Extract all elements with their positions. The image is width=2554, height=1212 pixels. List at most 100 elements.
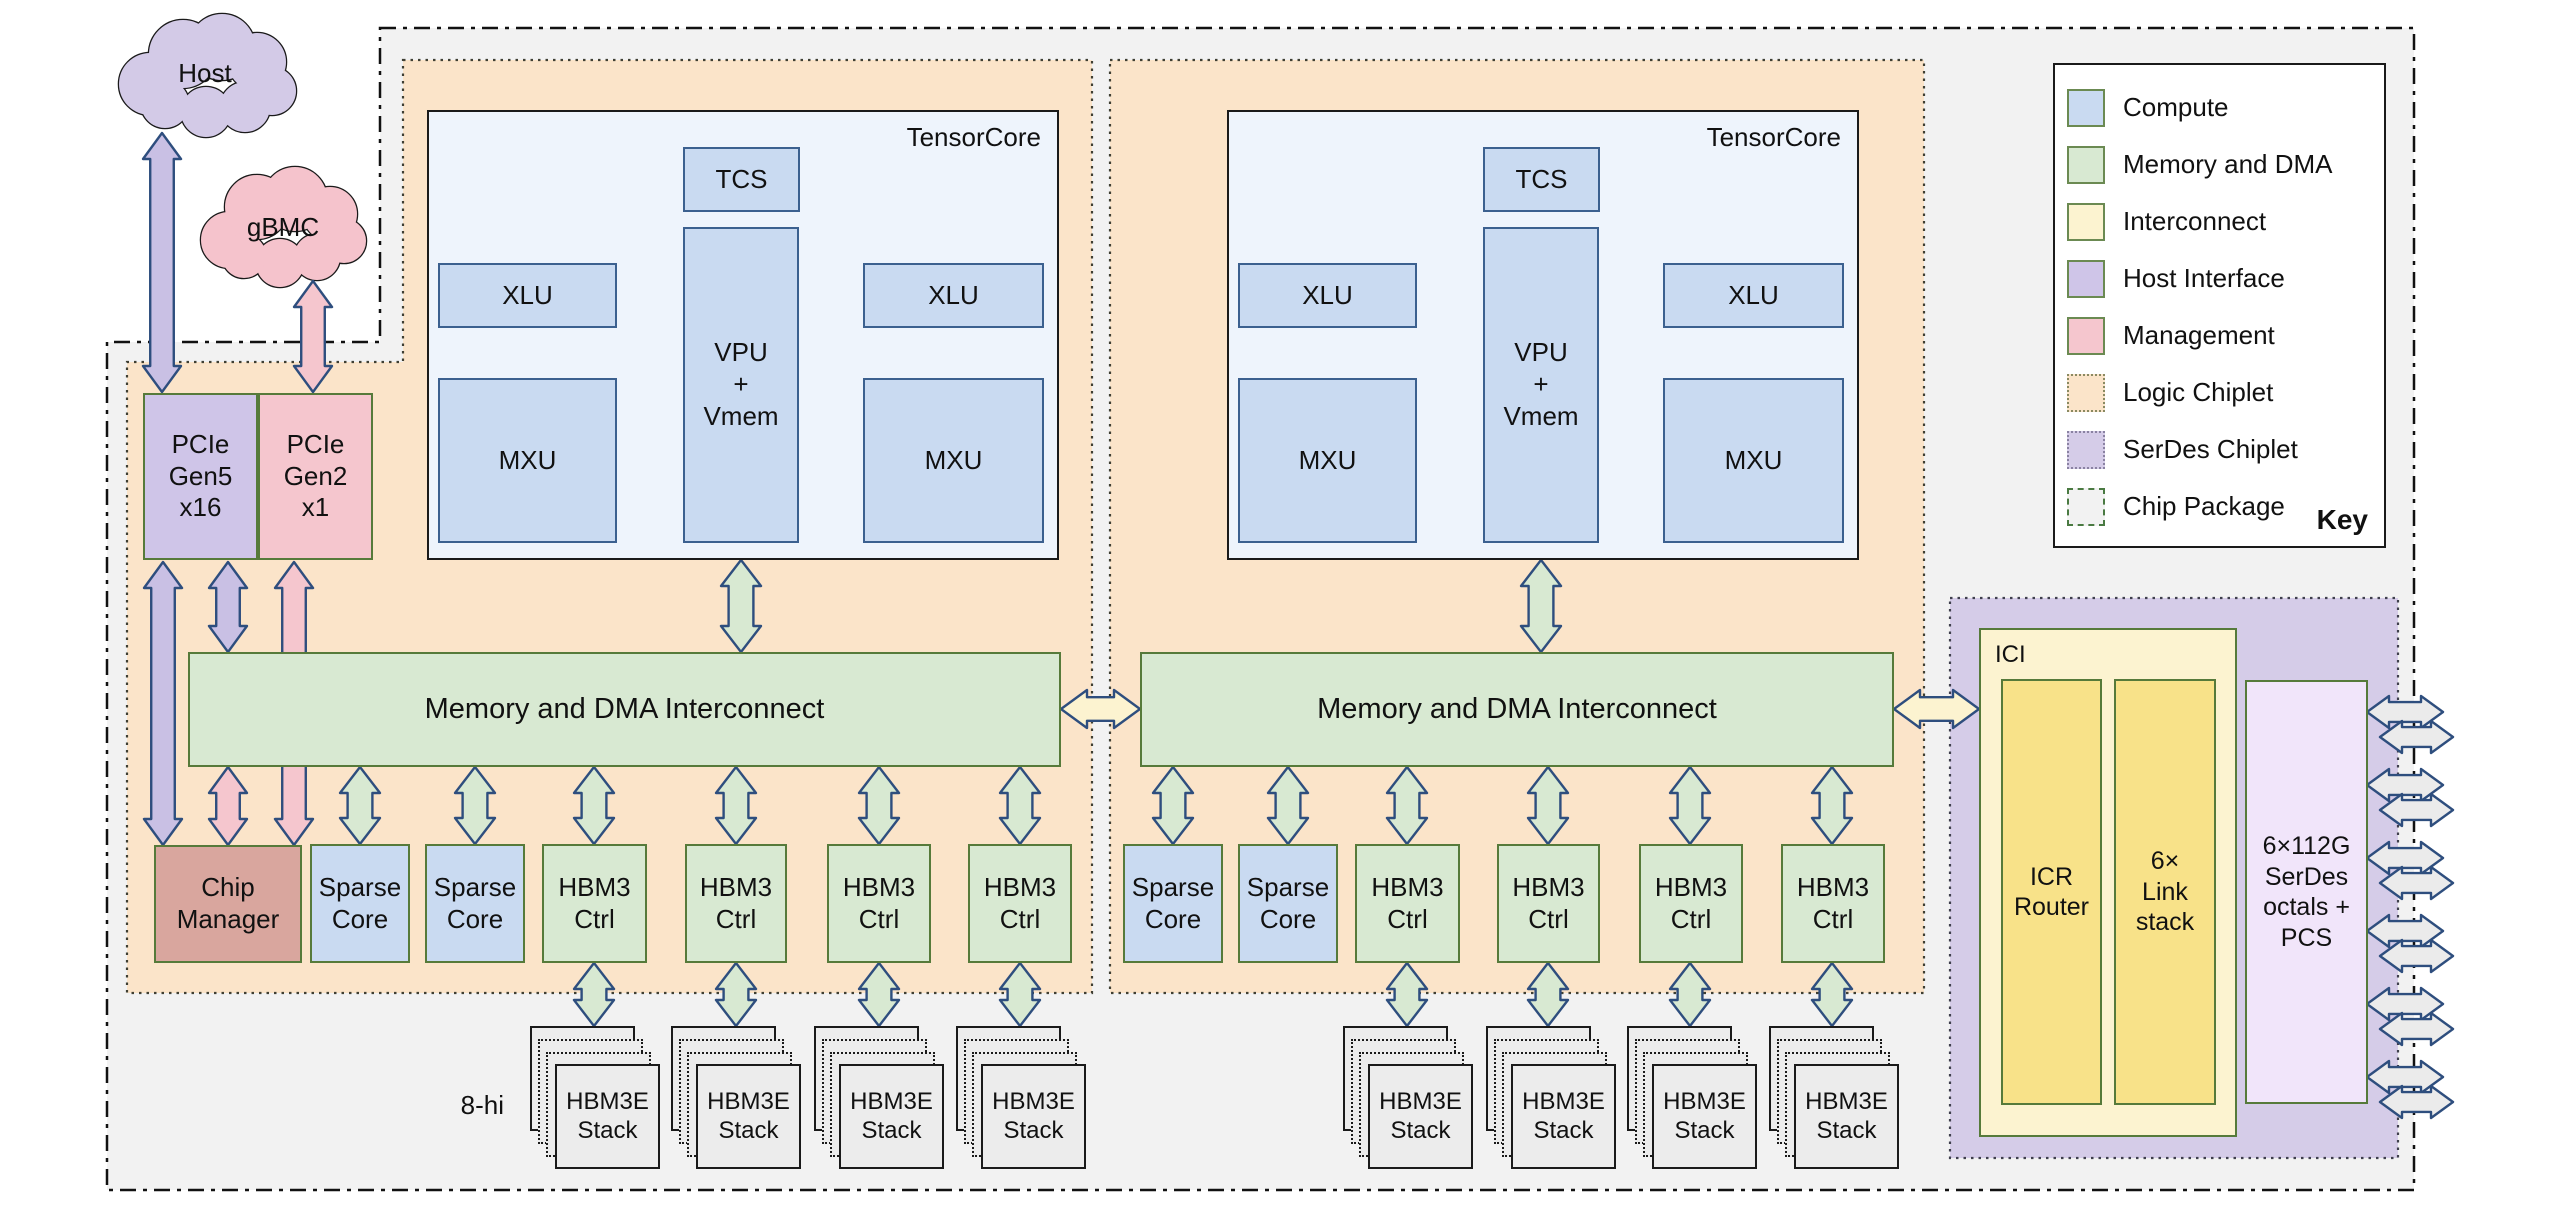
serdes-chiplet-swatch-icon (2067, 430, 2105, 469)
hbm3e-stack-3: HBM3E Stack (814, 1026, 956, 1169)
legend-label: Logic Chiplet (2123, 377, 2274, 407)
hbm3e-stack-front: HBM3E Stack (1511, 1064, 1616, 1169)
legend-label: Interconnect (2123, 206, 2267, 236)
memory-dma-interconnect-2: Memory and DMA Interconnect (1140, 652, 1894, 767)
tensorcore-2-title: TensorCore (1706, 122, 1841, 152)
gray-h-arrow (2365, 913, 2445, 949)
legend-label: Memory and DMA (2123, 149, 2333, 179)
chip-package-swatch-icon (2067, 487, 2105, 526)
ici-title: ICI (1995, 641, 2026, 668)
interconnect-swatch-icon (2067, 202, 2105, 241)
vpu-vmem-1: VPU + Vmem (683, 227, 799, 543)
link-stack: 6× Link stack (2114, 679, 2216, 1105)
memory-swatch-icon (2067, 145, 2105, 184)
legend-title: Key (2316, 504, 2368, 535)
vpu-vmem-2: VPU + Vmem (1483, 227, 1599, 543)
xlu-1-right: XLU (863, 263, 1044, 328)
hbm3-ctrl-6: HBM3 Ctrl (1497, 844, 1600, 963)
hbm3e-stack-front: HBM3E Stack (696, 1064, 801, 1169)
legend-row-serdes-chiplet: SerDes Chiplet (2067, 421, 2384, 478)
sparse-core-3: Sparse Core (1123, 844, 1223, 963)
legend-row-chip-package: Chip Package (2067, 478, 2384, 535)
tcs-1: TCS (683, 147, 800, 212)
legend-label: SerDes Chiplet (2123, 434, 2298, 464)
gbmc-cloud-label: gBMC (246, 212, 320, 242)
gray-h-arrow (2378, 865, 2455, 901)
icr-router: ICR Router (2001, 679, 2102, 1105)
gbmc-cloud-fill (294, 234, 340, 280)
gray-h-arrow (2365, 767, 2445, 803)
mxu-2-right: MXU (1663, 378, 1844, 543)
legend-label: Host Interface (2123, 263, 2285, 293)
chip-manager: Chip Manager (154, 845, 302, 963)
serdes-octals-pcs: 6×112G SerDes octals + PCS (2245, 680, 2368, 1104)
stack-height-label: 8-hi (460, 1090, 504, 1120)
xlu-2-left: XLU (1238, 263, 1417, 328)
legend-row-compute: Compute (2067, 79, 2384, 136)
mxu-1-left: MXU (438, 378, 617, 543)
gray-h-arrow (2365, 1059, 2445, 1095)
hbm3e-stack-front: HBM3E Stack (981, 1064, 1086, 1169)
host-cloud-label: Host (178, 58, 232, 88)
pcie-gen5-block: PCIe Gen5 x16 (143, 393, 258, 560)
hbm3-ctrl-2: HBM3 Ctrl (685, 844, 787, 963)
management-swatch-icon (2067, 316, 2105, 355)
legend-row-logic-chiplet: Logic Chiplet (2067, 364, 2384, 421)
gray-h-arrow (2365, 840, 2445, 876)
host-cloud-fill (181, 87, 231, 137)
legend-label: Chip Package (2123, 491, 2285, 521)
hbm3e-stack-front: HBM3E Stack (1652, 1064, 1757, 1169)
hbm3-ctrl-8: HBM3 Ctrl (1781, 844, 1885, 963)
hbm3e-stack-5: HBM3E Stack (1343, 1026, 1485, 1169)
legend-label: Compute (2123, 92, 2229, 122)
hbm3e-stack-2: HBM3E Stack (671, 1026, 813, 1169)
memory-dma-interconnect-1: Memory and DMA Interconnect (188, 652, 1061, 767)
xlu-2-right: XLU (1663, 263, 1844, 328)
tcs-2: TCS (1483, 147, 1600, 212)
legend-row-host-interface: Host Interface (2067, 250, 2384, 307)
gray-h-arrow (2378, 792, 2455, 828)
hbm3e-stack-1: HBM3E Stack (530, 1026, 672, 1169)
sparse-core-2: Sparse Core (425, 844, 525, 963)
gray-h-arrow (2378, 1011, 2455, 1047)
gray-h-arrow (2378, 1084, 2455, 1120)
hbm3-ctrl-3: HBM3 Ctrl (827, 844, 931, 963)
gray-h-arrow (2378, 938, 2455, 974)
hbm3e-stack-front: HBM3E Stack (839, 1064, 944, 1169)
hbm3e-stack-front: HBM3E Stack (1368, 1064, 1473, 1169)
hbm3e-stack-7: HBM3E Stack (1627, 1026, 1769, 1169)
purple-v-arrow (141, 131, 183, 394)
host-cloud-fill (141, 80, 189, 128)
host-interface-swatch-icon (2067, 259, 2105, 298)
gray-h-arrow (2365, 694, 2445, 730)
legend-row-memory: Memory and DMA (2067, 136, 2384, 193)
compute-swatch-icon (2067, 88, 2105, 127)
tensorcore-1-title: TensorCore (906, 122, 1041, 152)
pcie-gen2-block: PCIe Gen2 x1 (258, 393, 373, 560)
hbm3e-stack-4: HBM3E Stack (956, 1026, 1098, 1169)
mxu-1-right: MXU (863, 378, 1044, 543)
gbmc-cloud-fill (222, 234, 266, 278)
sparse-core-1: Sparse Core (310, 844, 410, 963)
legend-row-management: Management (2067, 307, 2384, 364)
hbm3e-stack-8: HBM3E Stack (1769, 1026, 1911, 1169)
legend-label: Management (2123, 320, 2275, 350)
host-cloud-fill (220, 82, 270, 132)
legend: Compute Memory and DMA Interconnect Host… (2053, 63, 2386, 548)
hbm3-ctrl-7: HBM3 Ctrl (1639, 844, 1743, 963)
hbm3-ctrl-4: HBM3 Ctrl (968, 844, 1072, 963)
pink-v-arrow (292, 279, 334, 394)
gbmc-cloud-fill (256, 239, 304, 287)
xlu-1-left: XLU (438, 263, 617, 328)
hbm3e-stack-front: HBM3E Stack (555, 1064, 660, 1169)
legend-row-interconnect: Interconnect (2067, 193, 2384, 250)
gray-h-arrow (2378, 719, 2455, 755)
sparse-core-4: Sparse Core (1238, 844, 1338, 963)
hbm3e-stack-6: HBM3E Stack (1486, 1026, 1628, 1169)
hbm3-ctrl-1: HBM3 Ctrl (542, 844, 647, 963)
hbm3e-stack-front: HBM3E Stack (1794, 1064, 1899, 1169)
hbm3-ctrl-5: HBM3 Ctrl (1355, 844, 1460, 963)
gray-h-arrow (2365, 986, 2445, 1022)
logic-chiplet-swatch-icon (2067, 373, 2105, 412)
